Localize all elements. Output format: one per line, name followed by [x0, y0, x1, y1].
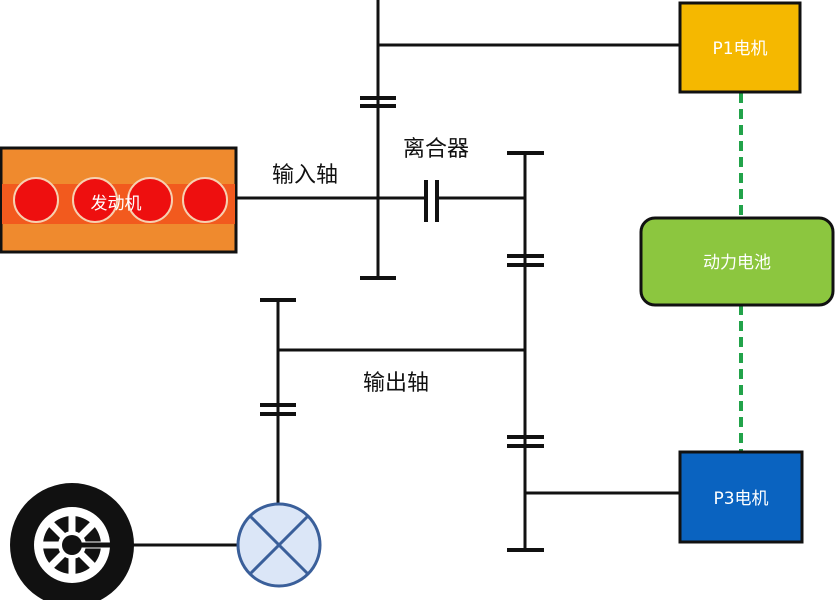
- battery-label: 动力电池: [703, 253, 771, 273]
- engine: 发动机: [0, 146, 238, 254]
- cylinder: [182, 177, 228, 223]
- cylinder: [127, 177, 173, 223]
- output-shaft-label: 输出轴: [363, 371, 429, 396]
- shafts: [100, 0, 680, 550]
- cylinder: [13, 177, 59, 223]
- gears: [260, 96, 544, 552]
- cylinder: [72, 177, 118, 223]
- engine-label: 发动机: [91, 194, 142, 214]
- p3-motor-label: P3电机: [713, 489, 768, 509]
- input-shaft-label: 输入轴: [272, 163, 338, 188]
- differential: [236, 502, 322, 588]
- p1-motor-label: P1电机: [712, 39, 767, 59]
- battery: 动力电池: [639, 216, 835, 307]
- clutch-label: 离合器: [403, 137, 469, 162]
- p1-motor: P1电机: [678, 1, 802, 94]
- wheel-icon: [10, 483, 134, 600]
- p3-motor: P3电机: [678, 450, 804, 544]
